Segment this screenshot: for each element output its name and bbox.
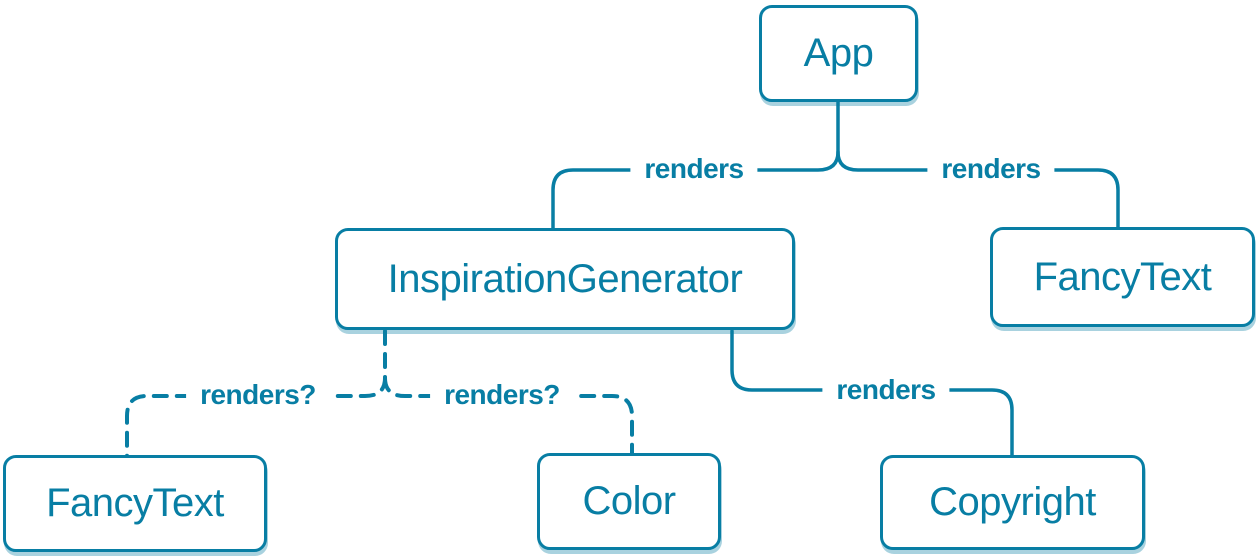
- node-label-color: Color: [582, 479, 676, 523]
- node-label-fancy-text-bottom: FancyText: [46, 481, 224, 525]
- node-app: App: [759, 5, 918, 102]
- node-label-fancy-text-top: FancyText: [1033, 254, 1212, 299]
- node-label-inspiration-generator: InspirationGenerator: [387, 256, 743, 301]
- node-label-app: App: [803, 31, 874, 75]
- node-fancy-text-bottom: FancyText: [3, 455, 267, 552]
- edge-label-inspiration-generator-to-copyright: renders: [822, 374, 950, 406]
- edge-inspiration-generator-to-color: [383, 376, 634, 456]
- edge-label-app-to-fancy-text-top: renders: [927, 153, 1055, 185]
- edge-app-to-fancy-text-top: [836, 150, 1120, 230]
- node-color: Color: [537, 453, 721, 550]
- edge-label-inspiration-generator-to-fancy-text-bottom: renders?: [186, 379, 330, 411]
- node-label-copyright: Copyright: [929, 480, 1096, 524]
- node-copyright: Copyright: [880, 455, 1145, 550]
- edge-label-app-to-inspiration-generator: renders: [630, 153, 758, 185]
- node-fancy-text-top: FancyText: [990, 227, 1255, 327]
- edge-label-inspiration-generator-to-color: renders?: [430, 379, 574, 411]
- node-inspiration-generator: InspirationGenerator: [335, 228, 795, 330]
